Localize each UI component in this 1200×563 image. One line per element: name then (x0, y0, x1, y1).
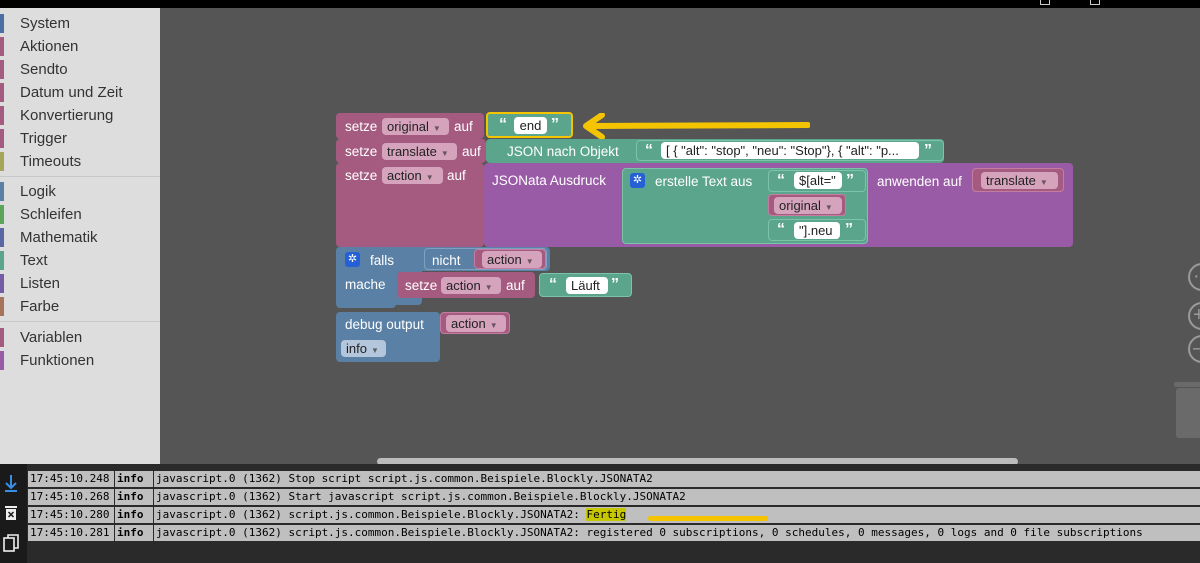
blockly-toolbox: System Aktionen Sendto Datum und Zeit Ko… (0, 8, 160, 464)
toolbox-separator (0, 321, 160, 322)
text-value[interactable]: "].neu (794, 222, 840, 239)
trash-lid-icon (1174, 382, 1200, 387)
top-bar (0, 0, 1200, 8)
close-quote-icon: ” (611, 276, 619, 293)
variable-dropdown[interactable]: action▼ (441, 277, 501, 294)
category-funktionen[interactable]: Funktionen (0, 349, 160, 372)
variable-dropdown[interactable]: action▼ (382, 167, 443, 184)
category-aktionen[interactable]: Aktionen (0, 35, 160, 58)
log-message: javascript.0 (1362) script.js.common.Bei… (156, 508, 580, 521)
category-logik[interactable]: Logik (0, 180, 160, 203)
log-level-dropdown[interactable]: info▼ (341, 340, 386, 357)
window-icon[interactable] (1040, 0, 1050, 5)
category-trigger[interactable]: Trigger (0, 127, 160, 150)
close-quote-icon: ” (551, 116, 559, 133)
category-timeouts[interactable]: Timeouts (0, 150, 160, 173)
auf-label: auf (506, 278, 525, 293)
copy-icon[interactable] (3, 534, 19, 552)
text-value[interactable]: Läuft (566, 277, 608, 294)
setze-label: setze (345, 119, 378, 134)
auf-label: auf (447, 168, 466, 183)
category-text[interactable]: Text (0, 249, 160, 272)
setze-label: setze (345, 168, 378, 183)
auf-label: auf (462, 144, 481, 159)
if-block-footer (336, 298, 396, 308)
category-listen[interactable]: Listen (0, 272, 160, 295)
close-quote-icon: ” (845, 221, 853, 238)
setze-label: setze (405, 278, 438, 293)
toolbox-separator (0, 176, 160, 177)
mache-label: mache (345, 277, 386, 292)
highlighted-text: Fertig (586, 508, 627, 521)
arrow-annotation-icon (583, 113, 810, 139)
text-value[interactable]: $[alt=" (794, 172, 842, 189)
category-sendto[interactable]: Sendto (0, 58, 160, 81)
horizontal-scrollbar[interactable] (377, 458, 1018, 465)
underline-annotation (648, 516, 768, 521)
falls-label: falls (370, 253, 395, 268)
open-quote-icon: “ (499, 116, 507, 133)
category-schleifen[interactable]: Schleifen (0, 203, 160, 226)
open-quote-icon: “ (777, 172, 785, 189)
category-konvertierung[interactable]: Konvertierung (0, 104, 160, 127)
jsonata-label: JSONata Ausdruck (492, 173, 607, 188)
text-value[interactable]: end (514, 117, 547, 134)
trash-icon[interactable] (1176, 388, 1200, 438)
category-mathematik[interactable]: Mathematik (0, 226, 160, 249)
variable-dropdown[interactable]: translate▼ (981, 172, 1058, 189)
anwenden-label: anwenden auf (877, 174, 962, 189)
category-farbe[interactable]: Farbe (0, 295, 160, 318)
close-quote-icon: ” (846, 172, 854, 189)
json-to-object-label: JSON nach Objekt (507, 144, 619, 159)
variable-dropdown[interactable]: original▼ (382, 118, 449, 135)
open-quote-icon: “ (645, 142, 653, 159)
variable-dropdown[interactable]: translate▼ (382, 143, 457, 160)
auf-label: auf (454, 119, 473, 134)
category-variablen[interactable]: Variablen (0, 326, 160, 349)
text-join-label: erstelle Text aus (655, 174, 753, 189)
variable-dropdown[interactable]: action▼ (446, 315, 506, 332)
trash-icon[interactable] (4, 505, 18, 521)
close-quote-icon: ” (924, 142, 932, 159)
window-icon[interactable] (1090, 0, 1100, 5)
category-system[interactable]: System (0, 12, 160, 35)
text-value[interactable]: [ { "alt": "stop", "neu": "Stop"}, { "al… (661, 142, 919, 159)
log-toolbar (0, 464, 27, 563)
variable-dropdown[interactable]: action▼ (482, 251, 542, 268)
gear-icon[interactable]: ✲ (345, 252, 360, 267)
category-datum-und-zeit[interactable]: Datum und Zeit (0, 81, 160, 104)
setze-label: setze (345, 144, 378, 159)
arrow-down-icon[interactable] (4, 474, 18, 492)
variable-dropdown[interactable]: original▼ (774, 197, 842, 214)
nicht-label: nicht (432, 253, 461, 268)
open-quote-icon: “ (549, 276, 557, 293)
gear-icon[interactable]: ✲ (630, 173, 645, 188)
open-quote-icon: “ (777, 221, 785, 238)
debug-output-label: debug output (345, 317, 424, 332)
